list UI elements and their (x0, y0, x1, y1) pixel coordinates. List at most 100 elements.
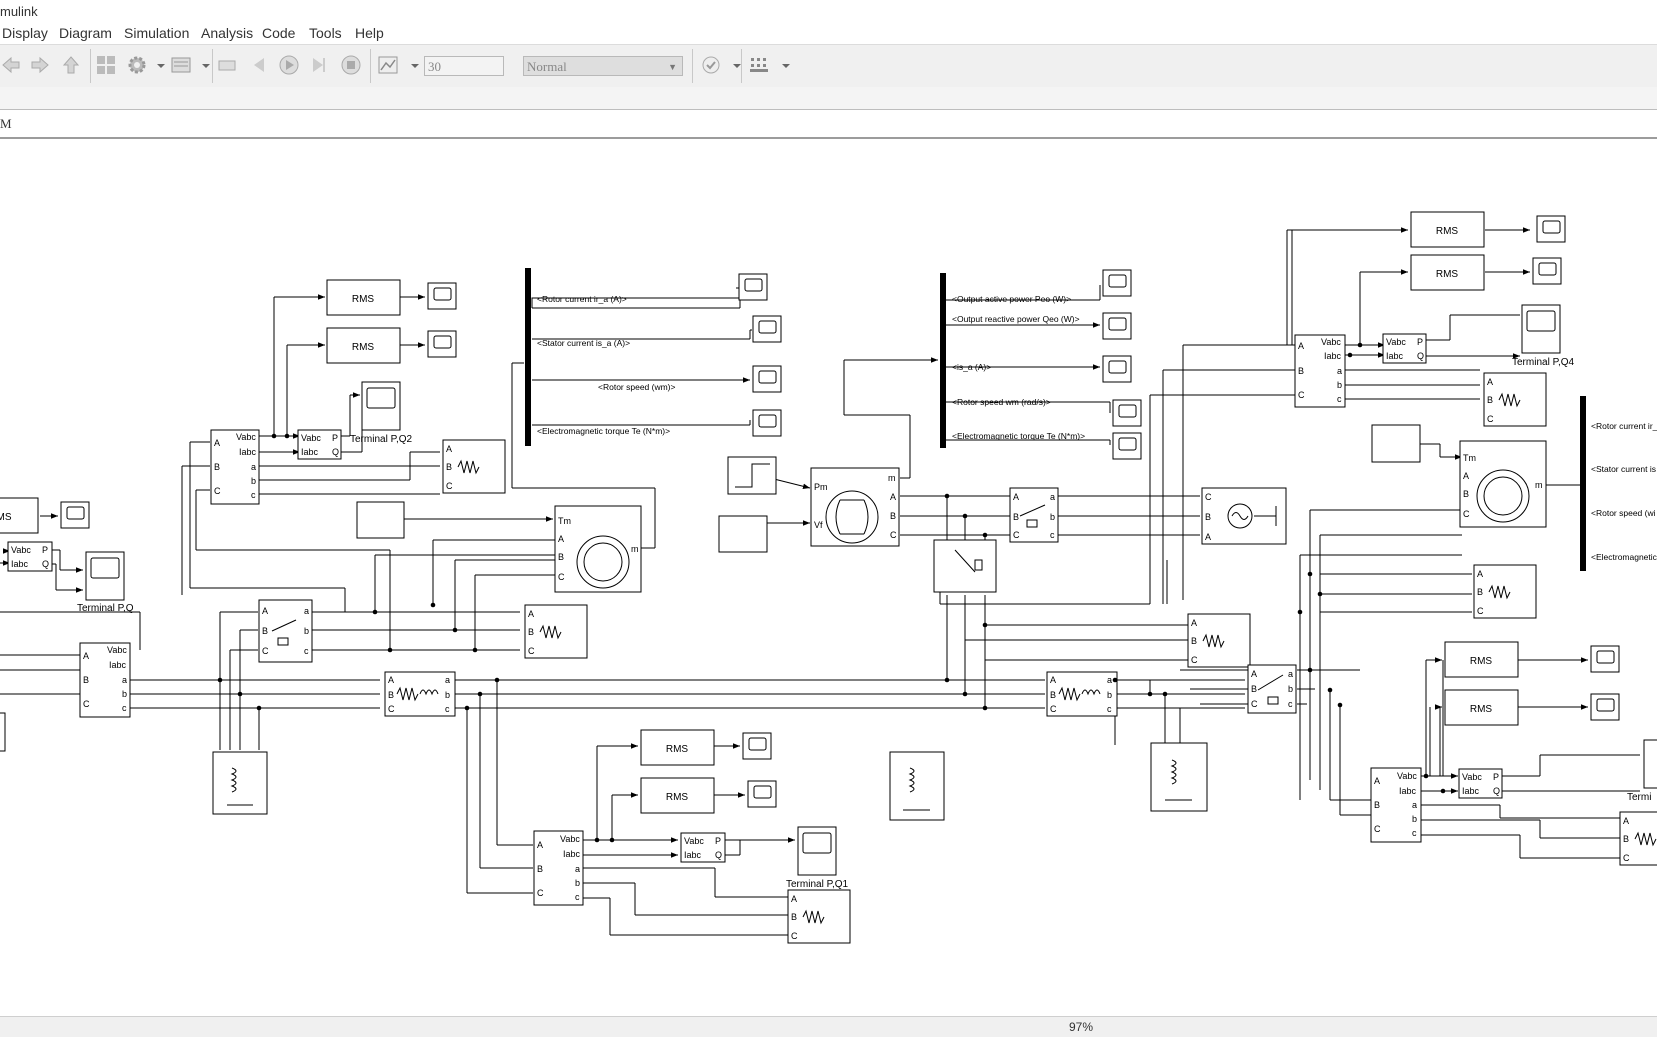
scope-block[interactable] (738, 273, 768, 301)
grounded-load[interactable] (212, 751, 268, 815)
rms-block[interactable] (0, 497, 39, 534)
library-browser-icon[interactable] (95, 54, 117, 76)
three-phase-load[interactable] (1187, 613, 1251, 668)
three-phase-load[interactable] (524, 604, 588, 659)
grounded-load[interactable] (889, 751, 945, 821)
rms-block[interactable] (1444, 641, 1519, 678)
step-forward-icon[interactable] (307, 54, 329, 76)
gear-icon[interactable] (126, 54, 148, 76)
scope-terminal-pq1[interactable] (797, 826, 837, 876)
model-explorer-icon[interactable] (170, 54, 192, 76)
synchronous-machine[interactable] (810, 467, 900, 547)
scope-terminal-pq4[interactable] (1521, 304, 1561, 354)
menu-analysis[interactable]: Analysis (201, 25, 254, 41)
scope-block[interactable] (752, 365, 782, 393)
rms-block[interactable] (1410, 254, 1485, 291)
vi-measurement[interactable] (533, 830, 584, 906)
scope-block[interactable] (1102, 355, 1132, 383)
power-block[interactable] (7, 541, 53, 572)
rms-block[interactable] (1410, 211, 1485, 248)
stop-icon[interactable] (340, 54, 362, 76)
run-icon[interactable] (278, 54, 300, 76)
step-backward-icon[interactable] (248, 54, 270, 76)
rms-block[interactable] (326, 327, 401, 364)
bus-selector-3[interactable] (1580, 396, 1586, 571)
scope-block[interactable] (752, 409, 782, 437)
scope-block[interactable] (1112, 432, 1142, 460)
chevron-down-icon[interactable] (775, 54, 790, 76)
rms-block[interactable] (640, 729, 715, 766)
three-phase-load[interactable] (1473, 564, 1537, 619)
bus-selector-2[interactable] (940, 273, 946, 448)
stop-time-input[interactable]: 30 (424, 56, 504, 76)
scope-block[interactable] (1532, 257, 1562, 285)
power-block[interactable] (1382, 333, 1427, 364)
constant-block[interactable] (1371, 424, 1421, 463)
power-block[interactable] (680, 832, 726, 863)
scope-terminal-cut[interactable] (1643, 739, 1657, 789)
menu-tools[interactable]: Tools (309, 25, 342, 41)
chevron-down-icon[interactable] (404, 54, 419, 76)
rms-block[interactable] (326, 279, 401, 316)
constant-block[interactable] (356, 501, 405, 539)
three-phase-source[interactable] (1201, 487, 1287, 545)
three-phase-load[interactable] (1619, 811, 1657, 866)
scope-block[interactable] (60, 501, 90, 529)
scope-block[interactable] (427, 330, 457, 358)
series-rlc-branch[interactable] (1046, 671, 1118, 717)
scope-block[interactable] (1112, 399, 1142, 427)
constant-block[interactable] (718, 515, 768, 553)
power-block[interactable] (297, 429, 342, 460)
forward-arrow-icon[interactable] (29, 54, 51, 76)
power-block[interactable] (1458, 768, 1503, 799)
menu-diagram[interactable]: Diagram (59, 25, 112, 41)
chevron-down-icon[interactable] (195, 54, 210, 76)
model-path[interactable]: M (0, 116, 12, 131)
three-phase-load[interactable] (787, 889, 851, 944)
three-phase-breaker[interactable] (1247, 664, 1297, 714)
menu-display[interactable]: Display (2, 25, 48, 41)
three-phase-breaker[interactable] (933, 539, 997, 593)
step-block[interactable] (727, 456, 777, 495)
grounded-load[interactable] (1150, 742, 1208, 812)
vi-measurement[interactable] (1370, 767, 1422, 843)
scope-block[interactable] (742, 732, 772, 760)
step-back-icon[interactable] (216, 54, 238, 76)
rms-block[interactable] (640, 777, 715, 814)
vi-measurement[interactable] (210, 429, 260, 505)
series-rlc-branch[interactable] (384, 671, 456, 717)
chevron-down-icon[interactable] (726, 54, 741, 76)
three-phase-breaker[interactable] (258, 599, 313, 663)
back-arrow-icon[interactable] (0, 54, 22, 76)
vi-measurement[interactable] (1294, 334, 1346, 408)
data-inspector-icon[interactable] (377, 54, 399, 76)
scope-block[interactable] (1102, 312, 1132, 340)
scope-block[interactable] (1590, 645, 1620, 673)
menu-simulation[interactable]: Simulation (124, 25, 190, 41)
build-icon[interactable] (748, 54, 770, 76)
scope-block[interactable] (752, 315, 782, 343)
zoom-level[interactable]: 97% (1069, 1020, 1094, 1034)
scope-block[interactable] (1590, 693, 1620, 721)
bus-selector-1[interactable] (525, 268, 531, 446)
rms-block[interactable] (1444, 689, 1519, 726)
menu-code[interactable]: Code (262, 25, 296, 41)
scope-terminal-pq2[interactable] (361, 381, 401, 431)
scope-block[interactable] (427, 282, 457, 310)
model-canvas[interactable]: RMS RMS RMS RMS RMS RMS RMS RMS MS Termi… (0, 139, 1657, 1016)
three-phase-load[interactable] (442, 439, 506, 494)
up-arrow-icon[interactable] (60, 54, 82, 76)
menu-help[interactable]: Help (355, 25, 384, 41)
scope-block[interactable] (1102, 269, 1132, 297)
three-phase-breaker[interactable] (1009, 487, 1059, 543)
simulation-mode-select[interactable]: Normal ▼ (523, 56, 683, 76)
vi-measurement[interactable] (79, 642, 131, 718)
partial-block[interactable] (0, 712, 6, 752)
asynchronous-machine[interactable] (554, 505, 642, 593)
scope-block[interactable] (1536, 215, 1566, 243)
asynchronous-machine[interactable] (1459, 440, 1547, 528)
scope-terminal-pq[interactable] (85, 551, 125, 601)
three-phase-load[interactable] (1483, 372, 1547, 427)
scope-block[interactable] (747, 780, 777, 808)
model-advisor-icon[interactable] (700, 54, 722, 76)
